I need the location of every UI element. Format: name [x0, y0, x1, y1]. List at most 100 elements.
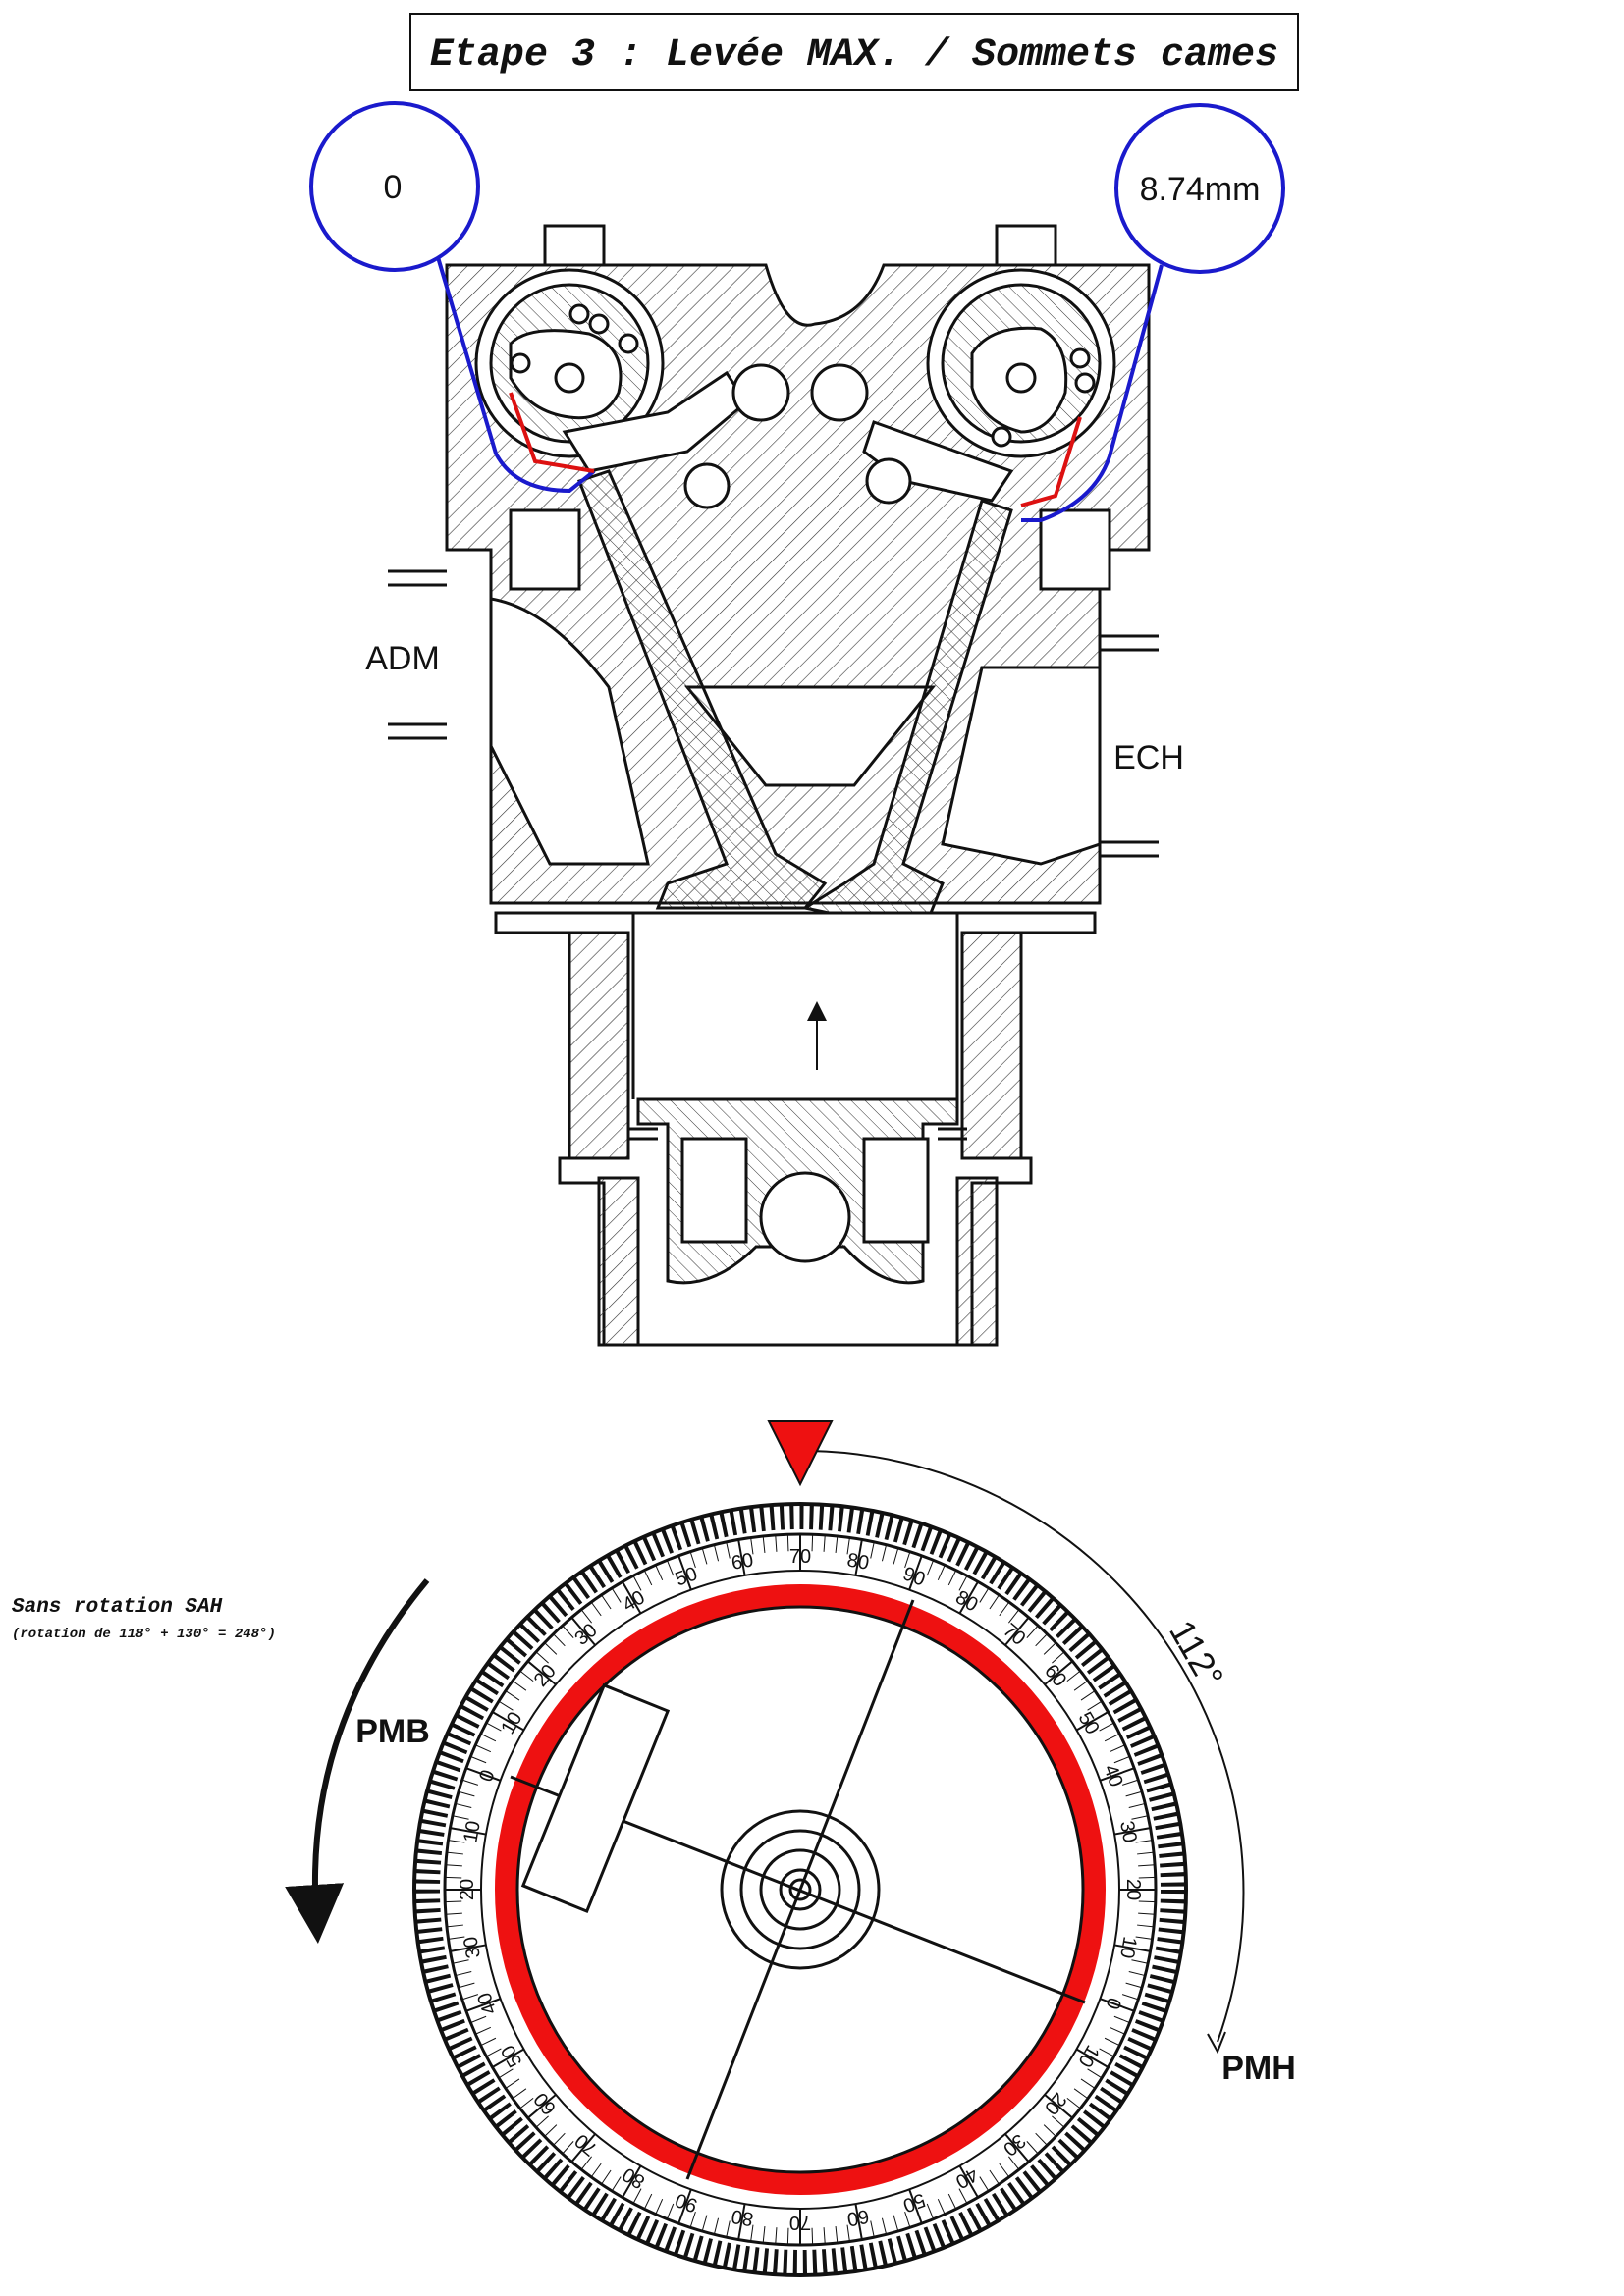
scale-label: 30 [571, 1620, 602, 1650]
scale-tick [465, 1767, 501, 1782]
degree-scale-ticks [445, 1534, 1156, 2245]
scale-tick [611, 1587, 622, 1603]
scale-label: 20 [457, 1879, 478, 1900]
scale-tick [762, 1535, 766, 1553]
scale-tick [1109, 1744, 1125, 1753]
scale-label: 20 [1040, 2088, 1070, 2118]
scale-tick [823, 2227, 826, 2245]
scale-tick [1004, 2133, 1030, 2163]
scale-tick [870, 1541, 875, 1559]
scale-tick [958, 1575, 968, 1591]
scale-tick [446, 1924, 463, 1928]
scale-tick [445, 1900, 462, 1903]
scale-tick [452, 1959, 469, 1964]
scale-tick [1138, 1912, 1156, 1915]
scale-tick [452, 1815, 469, 1820]
scale-tick [505, 1690, 520, 1701]
scale-tick [750, 1537, 754, 1555]
scale-tick [726, 1541, 731, 1559]
scale-tick [926, 1560, 935, 1576]
scale-tick [655, 2198, 664, 2215]
scale-tick [580, 1609, 592, 1624]
scale-tick [450, 1827, 487, 1836]
scale-label: 20 [530, 1661, 561, 1691]
scale-tick [491, 1711, 525, 1732]
scale-tick [726, 2220, 731, 2238]
scale-tick [1080, 1690, 1096, 1701]
scale-tick [786, 2227, 789, 2245]
rotation-note-title: Sans rotation SAH [12, 1596, 223, 1619]
scale-tick [1052, 2115, 1065, 2128]
scale-tick [908, 1555, 923, 1590]
intake-camshaft [474, 268, 665, 458]
scale-tick [1104, 2037, 1120, 2047]
scale-tick [461, 1994, 479, 2001]
scale-tick [475, 1744, 492, 1753]
scale-label: 40 [473, 1990, 501, 2017]
scale-tick [1035, 1633, 1048, 1647]
scale-label: 60 [1040, 1661, 1070, 1691]
scale-tick [904, 2211, 911, 2228]
scale-tick [450, 1944, 487, 1952]
scale-label: 60 [845, 2205, 871, 2230]
scale-label: 30 [1115, 1819, 1141, 1844]
scale-tick [1113, 1755, 1130, 1764]
scale-tick [835, 1535, 839, 1553]
scale-tick [1137, 1924, 1155, 1928]
scale-tick [519, 2098, 534, 2109]
scale-tick [611, 2176, 622, 2192]
scale-tick [989, 2169, 1000, 2185]
scale-tick [562, 1625, 574, 1638]
scale-tick [1043, 1642, 1056, 1655]
scale-tick [947, 2193, 957, 2210]
scale-tick [498, 1700, 514, 1711]
scale-tick [854, 2203, 863, 2240]
scale-tick [622, 1580, 642, 1615]
scale-tick [1100, 1767, 1135, 1782]
scale-label: 80 [730, 2205, 755, 2230]
scale-tick [947, 1570, 957, 1586]
scale-tick [1044, 2094, 1073, 2119]
scale-tick [465, 1998, 501, 2012]
scale-tick [1075, 2048, 1110, 2068]
scale-label: 0 [475, 1767, 499, 1785]
scale-label: 40 [1099, 1762, 1126, 1789]
scale-tick [737, 2203, 746, 2240]
scale-tick [1125, 1790, 1143, 1797]
scale-tick [958, 2164, 979, 2199]
scale-label: 70 [571, 2129, 602, 2160]
scale-tick [655, 1565, 664, 1581]
scale-tick [535, 1651, 549, 1664]
intake-lift-value: 0 [384, 169, 403, 206]
rotation-arrow [285, 1578, 430, 1944]
scale-tick [1073, 2088, 1089, 2100]
scale-tick [1109, 2026, 1125, 2035]
scale-tick [1135, 1840, 1153, 1843]
scale-tick [535, 2115, 549, 2128]
scale-tick [1113, 1827, 1151, 1836]
scale-label: 70 [789, 1546, 811, 1568]
scale-tick [958, 1580, 979, 1615]
scale-tick [590, 2163, 602, 2178]
scale-tick [1099, 2048, 1114, 2057]
scale-tick [446, 1851, 463, 1855]
scale-tick [823, 1534, 826, 1552]
scale-label: 10 [460, 1819, 485, 1844]
scale-tick [811, 2227, 814, 2245]
scale-tick [486, 2048, 502, 2057]
scale-tick [1138, 1876, 1156, 1879]
scale-tick [562, 2141, 574, 2155]
scale-tick [846, 1537, 850, 1555]
piston [628, 1097, 967, 1285]
scale-tick [689, 1551, 696, 1569]
scale-tick [1008, 2156, 1020, 2170]
scale-label: 20 [1122, 1879, 1144, 1900]
scale-tick [458, 1790, 475, 1797]
scale-tick [1135, 1936, 1153, 1940]
scale-tick [519, 1670, 534, 1682]
scale-tick [601, 1594, 612, 1610]
scale-tick [1080, 2078, 1096, 2089]
scale-tick [750, 2224, 754, 2242]
scale-tick [999, 2163, 1010, 2178]
